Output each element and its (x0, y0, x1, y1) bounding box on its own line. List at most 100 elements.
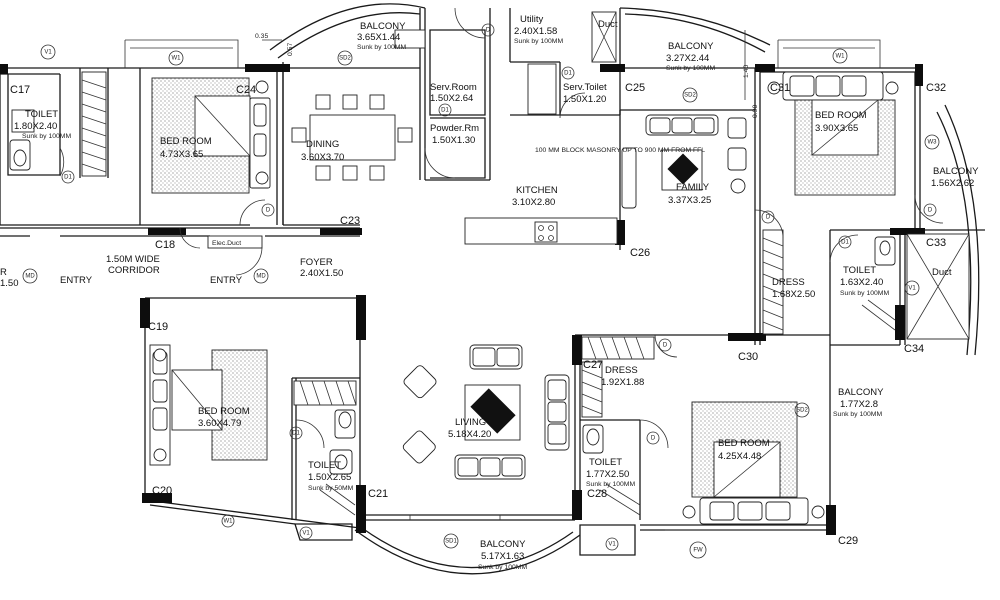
balcony-bottom-right-name: BALCONY (838, 387, 884, 398)
foyer-name: FOYER (300, 257, 333, 268)
kitchen-note: 100 MM BLOCK MASONRY UP TO 900 MM FROM F… (535, 147, 705, 154)
balcony-top-right-name: BALCONY (668, 41, 714, 52)
column-label: C28 (587, 488, 607, 500)
column-label: C21 (368, 488, 388, 500)
toilet-bottom-left-dims: 1.50X2.65 (308, 472, 351, 483)
w1-tag: W1 (224, 519, 234, 525)
toilet-right-name: TOILET (843, 265, 876, 276)
bedroom-left-name: BED ROOM (160, 136, 212, 147)
balcony-bottom-right-dims: 1.77X2.8 (840, 399, 878, 410)
d-tag: D (766, 215, 771, 221)
toilet-left-name: TOILET (25, 109, 58, 120)
d-tag: D (928, 208, 933, 214)
sd2-tag: SD2 (684, 93, 696, 99)
column-label: C25 (625, 82, 645, 94)
column-label: C23 (340, 215, 360, 227)
bedroom-right-top-name: BED ROOM (815, 110, 867, 121)
d1-tag: D1 (292, 431, 300, 437)
v1-tag: V1 (302, 531, 310, 537)
family-dims: 3.37X3.25 (668, 195, 711, 206)
toilet-bottom-left-note: Sunk by 50MM (308, 485, 354, 492)
d1-tag: D1 (441, 108, 449, 114)
family-name: FAMILY (676, 182, 710, 193)
column-label: C26 (630, 247, 650, 259)
balcony-top-right-note: Sunk by 100MM (666, 65, 715, 72)
serv-toilet-name: Serv.Toilet (563, 82, 607, 93)
bedroom-bottom-right-dims: 4.25X4.48 (718, 451, 761, 462)
column-label: C32 (926, 82, 946, 94)
serv-room-name: Serv.Room (430, 82, 477, 93)
balcony-top-right-dims: 3.27X2.44 (666, 53, 709, 64)
column-label: C27 (583, 359, 603, 371)
dim-0-90: 0.90 (752, 105, 759, 118)
dim-0-35: 0.35 (255, 33, 268, 40)
elec-duct-name: Elec.Duct (212, 240, 241, 247)
d-tag: D (651, 436, 656, 442)
left-edge-dims: 1.50 (0, 278, 19, 289)
living-name: LIVING (455, 417, 486, 428)
columns (0, 64, 925, 535)
bedroom-bottom-left-name: BED ROOM (198, 406, 250, 417)
toilet-bottom-right-name: TOILET (589, 457, 622, 468)
doors (59, 7, 944, 449)
duct-right-name: Duct (932, 267, 952, 278)
d1-tag: D1 (841, 240, 849, 246)
sd2-tag: SD2 (796, 408, 808, 414)
entry-left: ENTRY (60, 275, 93, 286)
curved-walls (269, 3, 980, 575)
duct-top-name: Duct (598, 19, 618, 30)
toilet-right-dims: 1.63X2.40 (840, 277, 883, 288)
dining-dims: 3.60X3.70 (301, 152, 344, 163)
toilet-right-note: Sunk by 100MM (840, 290, 889, 297)
column-label: C17 (10, 84, 30, 96)
v1-tag: V1 (608, 542, 616, 548)
sd2-tag: SD2 (339, 56, 351, 62)
v1-tag: V1 (44, 50, 52, 56)
toilet-bottom-right-dims: 1.77X2.50 (586, 469, 629, 480)
bedroom-bottom-right-name: BED ROOM (718, 438, 770, 449)
corridor-name: 1.50M WIDE (106, 254, 160, 265)
column-labels: C17 C24 C23 C18 C25 C26 C31 C32 C33 C34 … (10, 82, 946, 547)
column-label: C18 (155, 239, 175, 251)
column-label: C19 (148, 321, 168, 333)
w3-tag: W3 (928, 140, 938, 146)
bedroom-right-top-dims: 3.90X3.65 (815, 123, 858, 134)
balcony-top-left-note: Sunk by 100MM (357, 44, 406, 51)
entry-mid: ENTRY (210, 275, 243, 286)
powder-rm-dims: 1.50X1.30 (432, 135, 475, 146)
column-label: C33 (926, 237, 946, 249)
d1-tag: D1 (564, 71, 572, 77)
kitchen-name: KITCHEN (516, 185, 558, 196)
dimensions: 0.35 0.57 1.40 0.90 (255, 30, 759, 118)
bedroom-left-dims: 4.73X3.65 (160, 149, 203, 160)
bedroom-bottom-left-dims: 3.60X4.79 (198, 418, 241, 429)
corridor-name2: CORRIDOR (108, 265, 160, 276)
w1-tag: W1 (836, 54, 846, 60)
toilet-bottom-left-name: TOILET (308, 460, 341, 471)
balcony-bottom-name: BALCONY (480, 539, 526, 550)
toilet-left-note: Sunk by 100MM (22, 133, 71, 140)
utility-note: Sunk by 100MM (514, 38, 563, 45)
v1-tag: V1 (908, 286, 916, 292)
dress-right-name: DRESS (772, 277, 805, 288)
toilet-bottom-right-note: Sunk by 100MM (586, 481, 635, 488)
dim-1-40: 1.40 (743, 65, 750, 78)
column-label: C24 (236, 84, 256, 96)
dress-right-dims: 1.68X2.50 (772, 289, 815, 300)
kitchen-dims: 3.10X2.80 (512, 197, 555, 208)
tags: V1 W1 SD2 D SD2 W1 W3 D D D D1 D1 D1 D1 … (22, 23, 940, 559)
md-tag: MD (256, 274, 266, 280)
balcony-right-name: BALCONY (933, 166, 979, 177)
d-tag: D (663, 343, 668, 349)
furniture (9, 11, 970, 525)
column-label: C30 (738, 351, 758, 363)
column-label: C34 (904, 343, 924, 355)
foyer-dims: 2.40X1.50 (300, 268, 343, 279)
left-edge-name: R (0, 267, 7, 278)
md-tag: MD (25, 274, 35, 280)
column-label: C31 (770, 82, 790, 94)
room-labels: BALCONY 3.65X1.44 Sunk by 100MM Utility … (0, 14, 979, 571)
dim-0-57: 0.57 (287, 43, 294, 56)
dress-bottom-dims: 1.92X1.88 (601, 377, 644, 388)
